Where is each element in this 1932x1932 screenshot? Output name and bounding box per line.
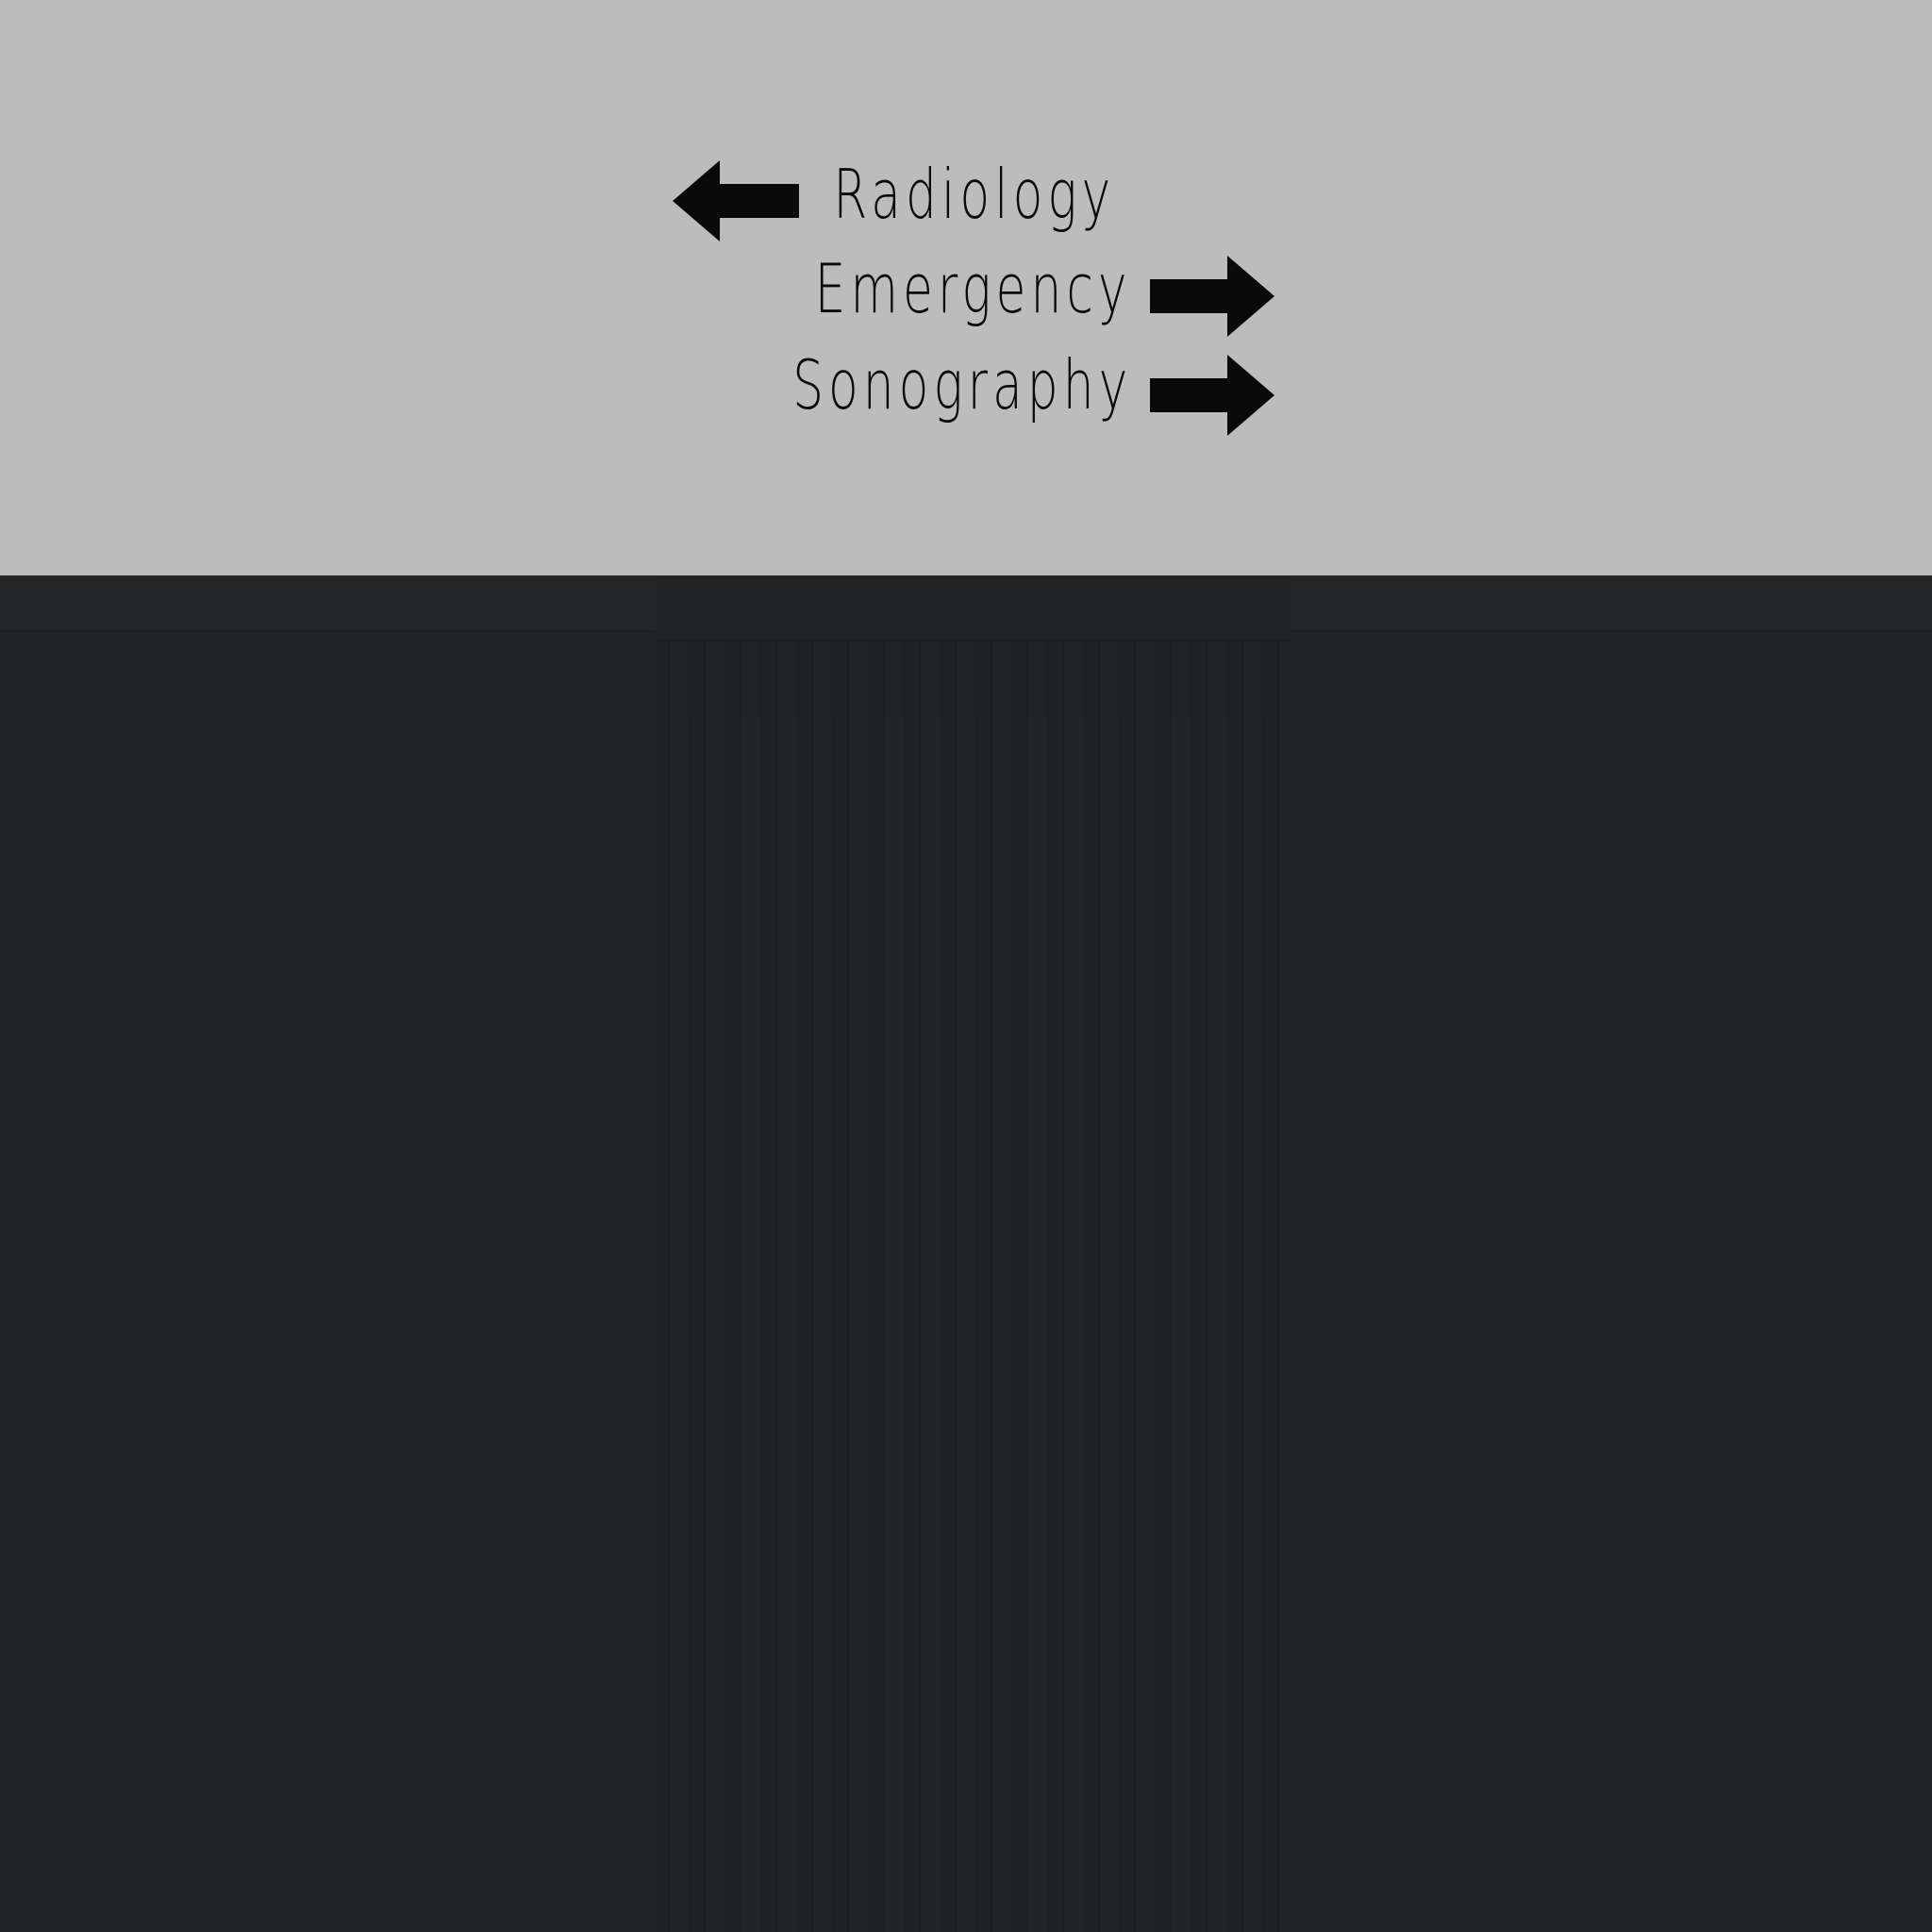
arrow-right-icon [1150, 256, 1274, 337]
arrow-left-icon [673, 160, 799, 242]
corridor-panel [655, 575, 1291, 1932]
arrow-right-icon [1150, 355, 1274, 436]
sign-label-emergency: Emergency [815, 249, 1132, 328]
sign-label-radiology: Radiology [833, 155, 1115, 234]
sign-label-sonography: Sonography [791, 345, 1132, 425]
direction-sign-panel: Radiology Emergency Sonography [0, 0, 1932, 575]
corridor-top-edge [655, 575, 1291, 641]
dark-floor-area [0, 575, 1932, 1932]
